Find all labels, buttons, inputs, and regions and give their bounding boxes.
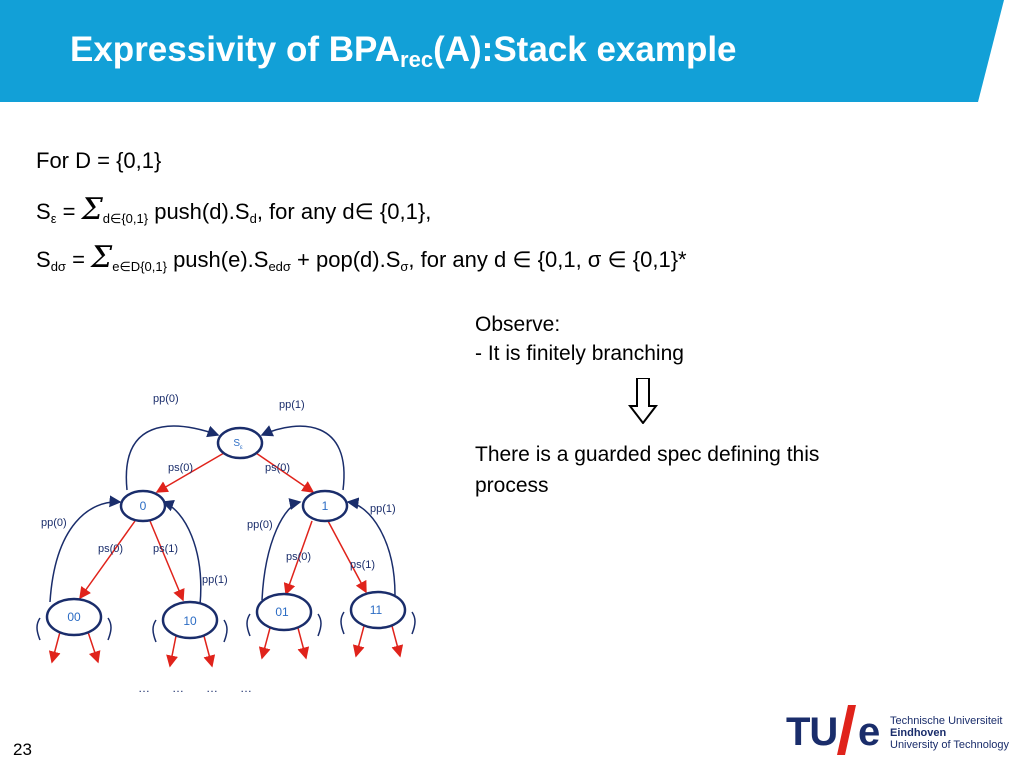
logo-text: Technische Universiteit Eindhoven Univer… [890,715,1010,751]
label-pp0-left: pp(0) [41,517,67,529]
label-pp0-top: pp(0) [153,393,179,405]
svg-text:1: 1 [322,499,329,513]
sum-symbol: Σ [81,192,103,227]
label-pp1-right: pp(1) [370,503,396,515]
logo-e: e [858,710,881,754]
edge-pop-1 [260,425,345,491]
svg-text:10: 10 [183,614,197,628]
edge-push-0 [155,452,225,493]
label-ps1-b: ps(1) [350,559,375,571]
svg-text:11: 11 [370,603,383,617]
svg-text:…: … [206,681,218,695]
svg-text:00: 00 [67,610,81,624]
label-ps0-right: ps(0) [265,462,290,474]
svg-text:Sε: Sε [233,438,243,451]
label-ps0-a: ps(0) [98,543,123,555]
node-11 [349,590,407,630]
label-ps0-b: ps(0) [286,551,311,563]
double-down-arrow-icon [628,378,658,424]
edge-push-01 [283,520,313,596]
slide-title: Expressivity of BPArec(A):Stack example [70,30,737,72]
title-bar-background [0,0,1004,102]
node-root [216,426,264,460]
svg-text:01: 01 [275,605,289,619]
label-ps1-a: ps(1) [153,543,178,555]
node-1 [301,489,349,523]
edge-push-00 [79,520,136,600]
svg-text:0: 0 [140,499,147,513]
edge-pop-0 [125,425,220,491]
node-01 [255,592,313,632]
node-00 [45,597,103,637]
label-pp1-mid: pp(1) [202,574,228,586]
stack-transition-diagram: Sε 0 1 00 10 01 11 pp(0) pp(1) ps(0) ps(… [36,393,416,695]
svg-text:…: … [138,681,150,695]
svg-text:…: … [240,681,252,695]
logo-slash-icon [837,705,856,755]
label-pp1-top: pp(1) [279,399,305,411]
observe-point: - It is finitely branching [475,342,684,365]
label-ps0-left: ps(0) [168,462,193,474]
formula-line-2: Sε = Σd∈{0,1} push(d).Sd, for any d∈ {0,… [36,192,432,227]
page-number: 23 [13,740,32,759]
sum-symbol: Σ [91,240,113,275]
formula-line-3: Sdσ = Σe∈D{0,1} push(e).Sedσ + pop(d).Sσ… [36,240,687,275]
text-line-1: For D = {0,1} [36,148,162,173]
label-pp0-mid: pp(0) [247,519,273,531]
svg-text:…: … [172,681,184,695]
tue-logo: TU [786,710,838,754]
node-10 [161,600,219,640]
observation-text: Observe: - It is finitely branching [475,310,684,368]
edge-push-1 [255,452,315,493]
node-0 [119,489,167,523]
observe-heading: Observe: [475,313,561,336]
edge-push-11 [327,520,367,594]
title-bar: Expressivity of BPArec(A):Stack example [0,0,1024,102]
guarded-spec-text: There is a guarded spec defining this pr… [475,443,820,497]
edge-push-10 [149,520,185,602]
